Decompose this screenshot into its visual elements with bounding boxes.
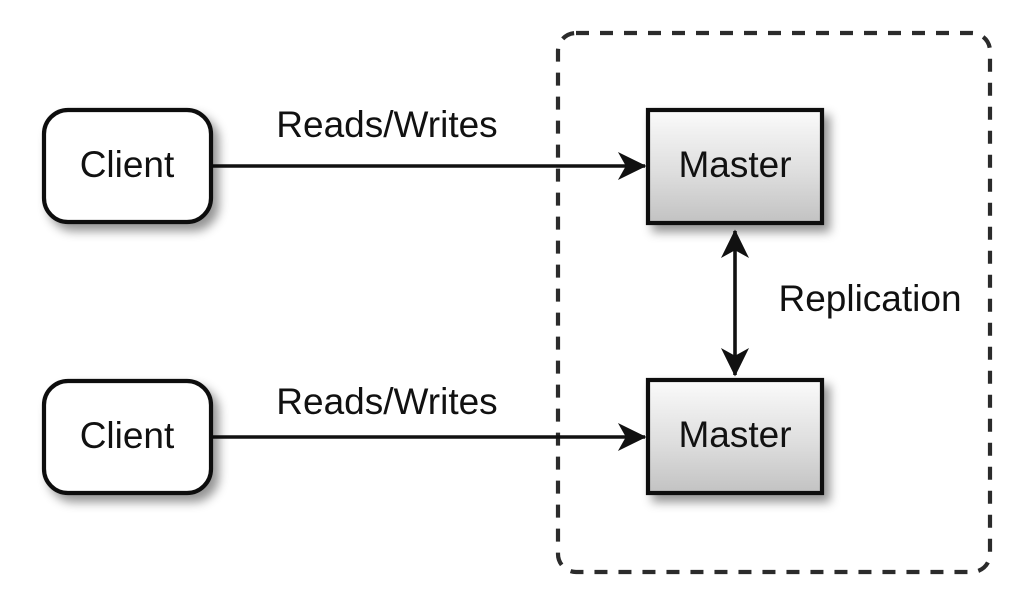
node-master-top[interactable]: Master — [645, 107, 825, 226]
node-master-bottom[interactable]: Master — [645, 377, 825, 496]
client-top-box[interactable] — [41, 107, 214, 225]
node-client-top[interactable]: Client — [41, 107, 214, 225]
master-top-box[interactable] — [645, 107, 825, 226]
master-bottom-label: Master — [678, 414, 791, 455]
cluster-boundary-outline — [555, 30, 993, 575]
edge-label-reads-writes-top: Reads/Writes — [276, 104, 497, 145]
edge-label-replication: Replication — [778, 278, 961, 319]
master-bottom-box[interactable] — [645, 377, 825, 496]
client-bottom-label: Client — [80, 415, 175, 456]
master-top-label: Master — [678, 144, 791, 185]
client-bottom-box[interactable] — [41, 378, 214, 496]
node-client-bottom[interactable]: Client — [41, 378, 214, 496]
replication-cluster-boundary — [555, 30, 993, 575]
client-top-label: Client — [80, 144, 175, 185]
edge-label-reads-writes-bottom: Reads/Writes — [276, 381, 497, 422]
